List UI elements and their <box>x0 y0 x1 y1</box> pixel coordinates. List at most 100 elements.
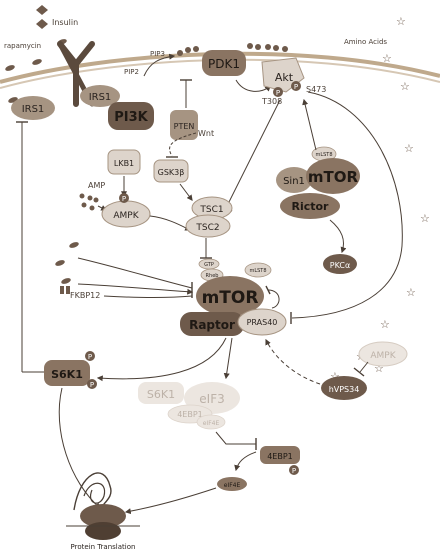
pten-node: PTEN <box>170 110 198 140</box>
akt-phospho-t308: P <box>273 87 283 97</box>
svg-text:☆: ☆ <box>330 370 340 383</box>
mtorc2-mlst8-node: mLST8 <box>311 146 337 162</box>
rapamycin-molecules <box>5 39 79 284</box>
ampk-inhibits-hvps34-bar <box>353 367 365 377</box>
mtorc1-mlst8-text: mLST8 <box>249 268 266 274</box>
amp-label: AMP <box>88 181 105 190</box>
mtorc1-to-s6k1-arrow <box>96 337 227 382</box>
amp-molecules <box>79 193 99 211</box>
gsk3b-to-tsc-arrow <box>179 183 193 201</box>
pras40-inhibits-mtor <box>267 289 280 309</box>
eif3-release-line <box>215 431 256 445</box>
rapamycin-inhibition-line-3 <box>103 295 193 298</box>
eif3-faded-text: eIF3 <box>199 392 224 406</box>
rapamycin-inhibition-line-1 <box>77 257 193 289</box>
hvps34-node: hVPS34 <box>321 376 367 400</box>
tsc2-text: TSC2 <box>195 223 219 233</box>
4ebp1-phospho: P <box>289 465 299 475</box>
mtorc1-mtor-text: mTOR <box>202 288 259 308</box>
eif4e-faded-text: eIF4E <box>203 420 220 427</box>
rictor-text: Rictor <box>291 200 329 213</box>
4ebp1-node: 4EBP1 <box>260 446 300 464</box>
s6k1-phospho-top: P <box>85 351 95 361</box>
t308-label: T308 <box>261 97 282 106</box>
ampk-to-tsc-arrow <box>149 215 192 231</box>
lkb1-node: LKB1 <box>107 149 141 175</box>
pip2-to-pip3-arrow <box>143 53 176 77</box>
eif4e-node: eIF4E <box>217 477 247 491</box>
gsk3b-text: GSK3β <box>158 168 185 177</box>
eif4e-text: eIF4E <box>224 482 241 489</box>
svg-text:☆: ☆ <box>380 318 390 331</box>
insulin-ligands <box>36 5 48 29</box>
4ebp1-faded-text: 4EBP1 <box>177 410 203 419</box>
mtorc2-mtor-node: mTOR <box>306 158 360 194</box>
svg-text:☆: ☆ <box>400 80 410 93</box>
s6k1-faded-text: S6K1 <box>147 388 175 401</box>
sin1-text: Sin1 <box>283 176 305 187</box>
s6k1-node: S6K1 <box>44 360 90 386</box>
svg-text:☆: ☆ <box>406 286 416 299</box>
ribosome-icon <box>66 472 140 540</box>
ampk-faded-text: AMPK <box>370 351 396 361</box>
svg-text:☆: ☆ <box>374 362 384 375</box>
gtp-text: GTP <box>204 262 214 268</box>
fkbp12-molecules <box>60 286 70 294</box>
insulin-label: Insulin <box>52 18 78 27</box>
tsc2-node: TSC2 <box>185 214 231 238</box>
s6k1-phospho-bottom: P <box>87 379 97 389</box>
pdk1-to-akt-arrow <box>235 79 271 92</box>
pkca-node: PKCα <box>323 254 357 274</box>
4ebp1-text: 4EBP1 <box>267 452 293 461</box>
ampk-text: AMPK <box>113 211 139 221</box>
gsk3b-node: GSK3β <box>153 159 189 183</box>
pras40-text: PRAS40 <box>247 318 278 327</box>
pip3-dots <box>177 43 288 56</box>
pdk1-text: PDK1 <box>208 57 240 71</box>
wnt-inhibits-gsk3b <box>169 132 197 157</box>
pkca-text: PKCα <box>330 261 351 270</box>
ampk-node: AMPK <box>101 200 151 228</box>
irs1-left-text: IRS1 <box>22 104 45 115</box>
pip2-label: PIP2 <box>124 68 139 76</box>
eif4e-to-translation-arrow <box>124 487 217 515</box>
s6k1-phospho-bottom-text: P <box>90 381 94 389</box>
pi3k-text: PI3K <box>114 110 148 125</box>
akt-phospho-s473-text: P <box>294 83 298 91</box>
tsc1-text: TSC1 <box>199 205 223 215</box>
sin1-node: Sin1 <box>276 167 312 193</box>
rapamycin-label: rapamycin <box>4 42 41 50</box>
irs1-left-node: IRS1 <box>11 96 55 120</box>
ampk-faded-node: AMPK <box>358 341 408 367</box>
mtorc1-mlst8-node: mLST8 <box>244 262 272 278</box>
rictor-node: Rictor <box>280 193 340 219</box>
pten-text: PTEN <box>174 122 195 131</box>
akt-inhibits-tsc-line <box>225 99 281 209</box>
s6k1-faded-node: S6K1 <box>138 382 184 404</box>
pras40-inhibit-bar <box>265 285 271 295</box>
pi3k-node: PI3K <box>108 102 154 130</box>
akt-text: Akt <box>275 71 294 84</box>
s473-label: S473 <box>306 85 326 94</box>
amino-acids-label: Amino Acids <box>344 38 387 46</box>
svg-text:☆: ☆ <box>404 142 414 155</box>
raptor-node: Raptor <box>180 312 244 336</box>
svg-text:☆: ☆ <box>382 52 392 65</box>
akt-phospho-t308-text: P <box>276 89 280 97</box>
gtp-node: GTP <box>198 258 220 270</box>
eif4e-faded-node: eIF4E <box>196 414 226 430</box>
hvps34-text: hVPS34 <box>329 385 360 394</box>
wnt-label: Wnt <box>198 129 214 138</box>
mtorc2-mtor-text: mTOR <box>308 168 359 186</box>
hvps34-to-mtorc1-arrow <box>265 338 321 385</box>
lkb1-text: LKB1 <box>114 159 134 168</box>
4ebp1-to-eif4e-arrow <box>234 451 257 472</box>
mtorc2-mlst8-text: mLST8 <box>315 152 332 158</box>
ampk-phospho: P <box>119 193 129 203</box>
svg-text:☆: ☆ <box>396 15 406 28</box>
rheb-text: Rheb <box>206 273 219 279</box>
ampk-inhibits-hvps34 <box>359 361 369 373</box>
4ebp1-phospho-text: P <box>292 467 296 475</box>
svg-text:☆: ☆ <box>420 212 430 225</box>
